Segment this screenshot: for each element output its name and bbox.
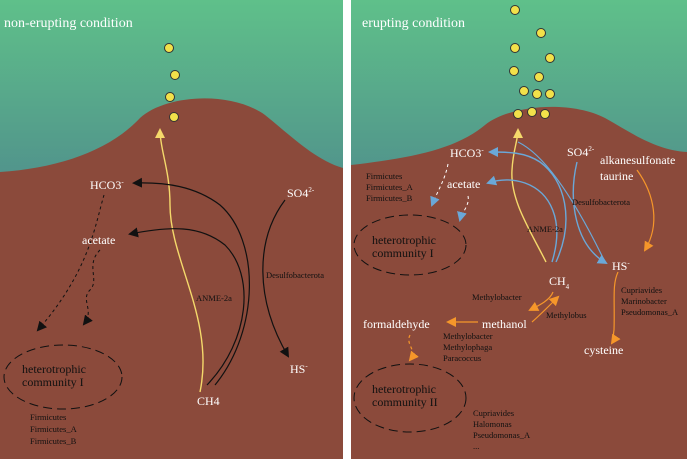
right-community-1-label-line2: community I [372, 246, 434, 260]
bubble [545, 89, 555, 99]
right-so4-label: SO42- [567, 145, 595, 159]
bubble [165, 92, 175, 102]
right-alkanesulfonate-label: alkanesulfonate [600, 153, 675, 167]
left-taxon: Firmicutes [30, 412, 66, 422]
bubble [510, 5, 520, 15]
bubble [510, 43, 520, 53]
left-sediment-mound [0, 98, 343, 459]
left-taxon: Firmicutes_B [30, 436, 77, 446]
right-so4-to-hs-arrow [572, 161, 608, 265]
right-formaldehyde-to-community-arrow [408, 334, 419, 362]
right-methanol-back-arrow [531, 295, 560, 323]
left-community-ellipse [3, 344, 123, 410]
bubble [534, 72, 544, 82]
right-taxon-cysteine: Cupriavides [621, 285, 662, 295]
panel-divider [343, 0, 351, 459]
right-ch4-to-hco3-arrow [488, 147, 567, 263]
right-taxon-cysteine: Pseudomonas_A [621, 307, 679, 317]
right-taxon-bottom: Cupriavides [473, 408, 514, 418]
left-ch4-to-seawater-arrow [155, 128, 204, 393]
right-community-1-label-line1: heterotrophic [372, 233, 436, 247]
right-community-2-label-line2: community II [372, 395, 438, 409]
right-taurine-label: taurine [600, 169, 633, 183]
left-ch4-to-acetate-arrow [128, 227, 245, 386]
left-community-label-line1: heterotrophic [22, 362, 86, 376]
left-methane-bubbles [164, 43, 180, 122]
bubble [545, 53, 555, 63]
bubble [513, 109, 523, 119]
right-taxon-top: Firmicutes_B [366, 193, 413, 203]
left-anme-label: ANME-2a [196, 293, 232, 303]
left-so4-to-hs-arrow [262, 199, 290, 358]
right-formaldehyde-label: formaldehyde [363, 317, 430, 331]
right-cysteine-label: cysteine [584, 343, 623, 357]
left-hs-label: HS- [290, 362, 308, 376]
right-taxon-formaldehyde: Methylophaga [443, 342, 492, 352]
right-community-2-label-line1: heterotrophic [372, 382, 436, 396]
right-taxon-formaldehyde: Paracoccus [443, 353, 481, 363]
right-taxon-top: Firmicutes [366, 171, 402, 181]
left-hco3-label: HCO3- [90, 178, 124, 192]
right-ch4-label: CH4 [549, 274, 570, 291]
right-taxon-top: Firmicutes_A [366, 182, 414, 192]
left-acetate-label: acetate [82, 233, 115, 247]
bubble [540, 109, 550, 119]
left-taxon: Firmicutes_A [30, 424, 78, 434]
right-methylobus-label: Methylobus [546, 310, 587, 320]
right-taxon-cysteine: Marinobacter [621, 296, 667, 306]
right-methylobacter-label: Methylobacter [472, 292, 522, 302]
left-ch4-to-hco3-arrow [132, 177, 250, 386]
left-panel: non-erupting condition HCO3- SO42- aceta… [0, 0, 343, 459]
left-desulfo-label: Desulfobacterota [266, 270, 324, 280]
left-hco3-to-community-arrow [36, 194, 105, 332]
bubble [527, 107, 537, 117]
right-ch4-to-methanol-arrow [528, 291, 554, 311]
bubble [509, 66, 519, 76]
right-hs-label: HS- [612, 259, 630, 273]
bubble [169, 112, 179, 122]
bubble [532, 89, 542, 99]
bubble [519, 86, 529, 96]
right-methanol-label: methanol [482, 317, 527, 331]
right-ch4-to-seawater-arrow [511, 128, 547, 263]
right-title: erupting condition [362, 16, 465, 31]
right-taxon-formaldehyde: Methylobacter [443, 331, 493, 341]
right-ch4-to-acetate-arrow [486, 175, 558, 263]
right-hco3-label: HCO3- [450, 146, 484, 160]
right-bubble-to-hs-arrow [517, 141, 606, 263]
left-acetate-to-community-arrow [82, 249, 101, 326]
right-panel: erupting condition [351, 0, 687, 460]
right-community-1-ellipse [353, 214, 467, 276]
right-taurine-to-hs-arrow [636, 169, 655, 252]
left-title: non-erupting condition [4, 16, 133, 31]
right-acetate-label: acetate [447, 177, 480, 191]
right-desulfo-label: Desulfobacterota [572, 197, 630, 207]
right-taxon-bottom: Halomonas [473, 419, 512, 429]
bubble [170, 70, 180, 80]
right-hs-to-cysteine-arrow [610, 271, 621, 345]
right-community-2-ellipse [353, 363, 467, 433]
right-sediment-mound [351, 106, 687, 460]
right-methane-bubbles [509, 5, 555, 119]
right-anme-label: ANME-2a [527, 224, 563, 234]
left-community-label-line2: community I [22, 375, 84, 389]
bubble [164, 43, 174, 53]
left-ch4-label: CH4 [197, 394, 220, 408]
right-taxon-bottom: ... [473, 441, 479, 451]
bubble [536, 28, 546, 38]
left-so4-label: SO42- [287, 186, 315, 200]
right-taxon-bottom: Pseudomonas_A [473, 430, 531, 440]
right-acetate-to-community-arrow [457, 195, 469, 222]
